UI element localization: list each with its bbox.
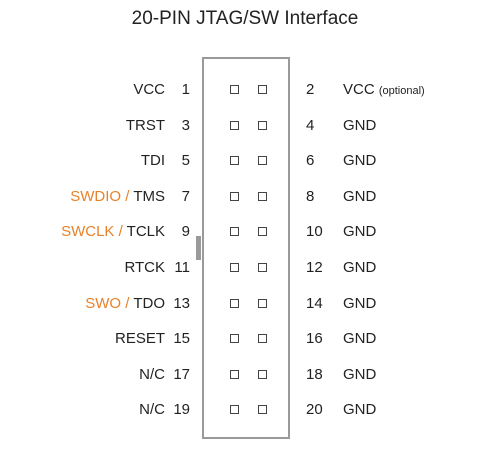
pin-row: VCC 1 2 VCC (optional) [0, 78, 490, 102]
pin-square-even [258, 156, 267, 166]
jtag-signal-label: RESET [114, 330, 165, 348]
pin-row: TDI 5 6 GND [0, 149, 490, 173]
left-pin-number: 19 [173, 401, 190, 419]
pin-square-even [258, 85, 267, 94]
swd-signal-label: SWO / [85, 294, 134, 312]
right-pin-number: 4 [306, 116, 315, 134]
right-signal-name: GND [343, 294, 377, 312]
pin-square-even [258, 227, 267, 237]
pin-square-even [258, 191, 267, 201]
right-pin-number: 12 [306, 259, 323, 276]
left-signal-label: SWO / TDO [85, 292, 165, 316]
pin-row: RTCK 11 12 GND [0, 256, 490, 280]
right-pin-number: 8 [306, 187, 315, 205]
left-signal-label: N/C [139, 398, 165, 422]
right-signal-label: GND [343, 256, 376, 280]
pin-square-even [258, 298, 267, 308]
left-signal-label: VCC [133, 78, 165, 102]
left-signal-label: N/C [139, 363, 165, 387]
pin-square-odd [230, 298, 239, 308]
right-signal-name: GND [343, 259, 377, 276]
jtag-signal-label: TDO [133, 294, 165, 312]
pin-square-even [258, 263, 267, 272]
left-signal-label: TDI [141, 149, 165, 173]
jtag-signal-label: N/C [139, 401, 165, 419]
left-signal-label: SWDIO / TMS [70, 185, 165, 209]
left-pin-number: 3 [181, 116, 190, 134]
right-signal-name: GND [343, 116, 377, 134]
right-signal-label: VCC (optional) [343, 78, 425, 103]
jtag-signal-label: RTCK [124, 259, 165, 276]
left-pin-number: 11 [174, 259, 190, 276]
pin-square-odd [230, 156, 239, 166]
pin-square-odd [230, 85, 239, 94]
left-signal-label: RESET [115, 327, 165, 351]
jtag-signal-label: TRST [125, 116, 165, 134]
left-pin-number: 9 [181, 223, 190, 241]
right-pin-number: 6 [306, 152, 315, 170]
pin-square-odd [230, 263, 239, 272]
pin-row: N/C 19 20 GND [0, 398, 490, 422]
pin-square-odd [230, 369, 239, 379]
right-signal-name: GND [343, 152, 377, 170]
swd-signal-label: SWDIO / [70, 187, 134, 205]
pin-square-odd [230, 405, 239, 415]
jtag-signal-label: TMS [133, 187, 165, 205]
pin-row: RESET 15 16 GND [0, 327, 490, 351]
pin-row: N/C 17 18 GND [0, 363, 490, 387]
pin-square-odd [230, 191, 239, 201]
right-pin-number: 18 [306, 365, 323, 383]
left-pin-number: 7 [181, 187, 190, 205]
jtag-signal-label: N/C [139, 365, 165, 383]
right-signal-label: GND [343, 149, 376, 173]
jtag-signal-label: TCLK [126, 223, 165, 241]
pin-row: TRST 3 4 GND [0, 114, 490, 138]
left-pin-number: 5 [181, 152, 190, 170]
right-signal-label: GND [343, 185, 376, 209]
left-pin-number: 15 [173, 330, 190, 348]
pin-row: SWCLK / TCLK 9 10 GND [0, 220, 490, 244]
right-pin-number: 10 [306, 223, 323, 241]
right-signal-name: GND [343, 401, 377, 419]
left-pin-number: 13 [173, 294, 190, 312]
right-pin-number: 2 [306, 81, 315, 98]
right-signal-label: GND [343, 327, 376, 351]
right-signal-label: GND [343, 114, 376, 138]
right-signal-name: GND [343, 187, 377, 205]
pin-square-even [258, 120, 267, 130]
right-signal-label: GND [343, 398, 376, 422]
pin-row: SWDIO / TMS 7 8 GND [0, 185, 490, 209]
left-pin-number: 1 [181, 81, 190, 98]
pin-square-even [258, 369, 267, 379]
pin-square-even [258, 405, 267, 415]
right-signal-label: GND [343, 220, 376, 244]
optional-note: (optional) [378, 85, 425, 97]
right-signal-name: GND [343, 330, 377, 348]
connector-key-notch [196, 236, 201, 260]
right-signal-label: GND [343, 363, 376, 387]
pin-square-odd [230, 120, 239, 130]
pin-square-odd [230, 227, 239, 237]
jtag-signal-label: VCC [133, 81, 165, 98]
right-pin-number: 14 [306, 294, 323, 312]
jtag-signal-label: TDI [140, 152, 165, 170]
pin-square-odd [230, 334, 239, 344]
right-signal-name: VCC [343, 81, 375, 98]
right-signal-name: GND [343, 223, 377, 241]
left-signal-label: SWCLK / TCLK [61, 220, 165, 244]
pin-square-even [258, 334, 267, 344]
right-pin-number: 16 [306, 330, 323, 348]
connector-outline [202, 57, 290, 439]
right-pin-number: 20 [306, 401, 323, 419]
pin-row: SWO / TDO 13 14 GND [0, 292, 490, 316]
left-pin-number: 17 [173, 365, 190, 383]
right-signal-name: GND [343, 365, 377, 383]
swd-signal-label: SWCLK / [61, 223, 127, 241]
left-signal-label: TRST [126, 114, 165, 138]
diagram-title: 20-PIN JTAG/SW Interface [131, 8, 359, 29]
left-signal-label: RTCK [124, 256, 165, 280]
right-signal-label: GND [343, 292, 376, 316]
